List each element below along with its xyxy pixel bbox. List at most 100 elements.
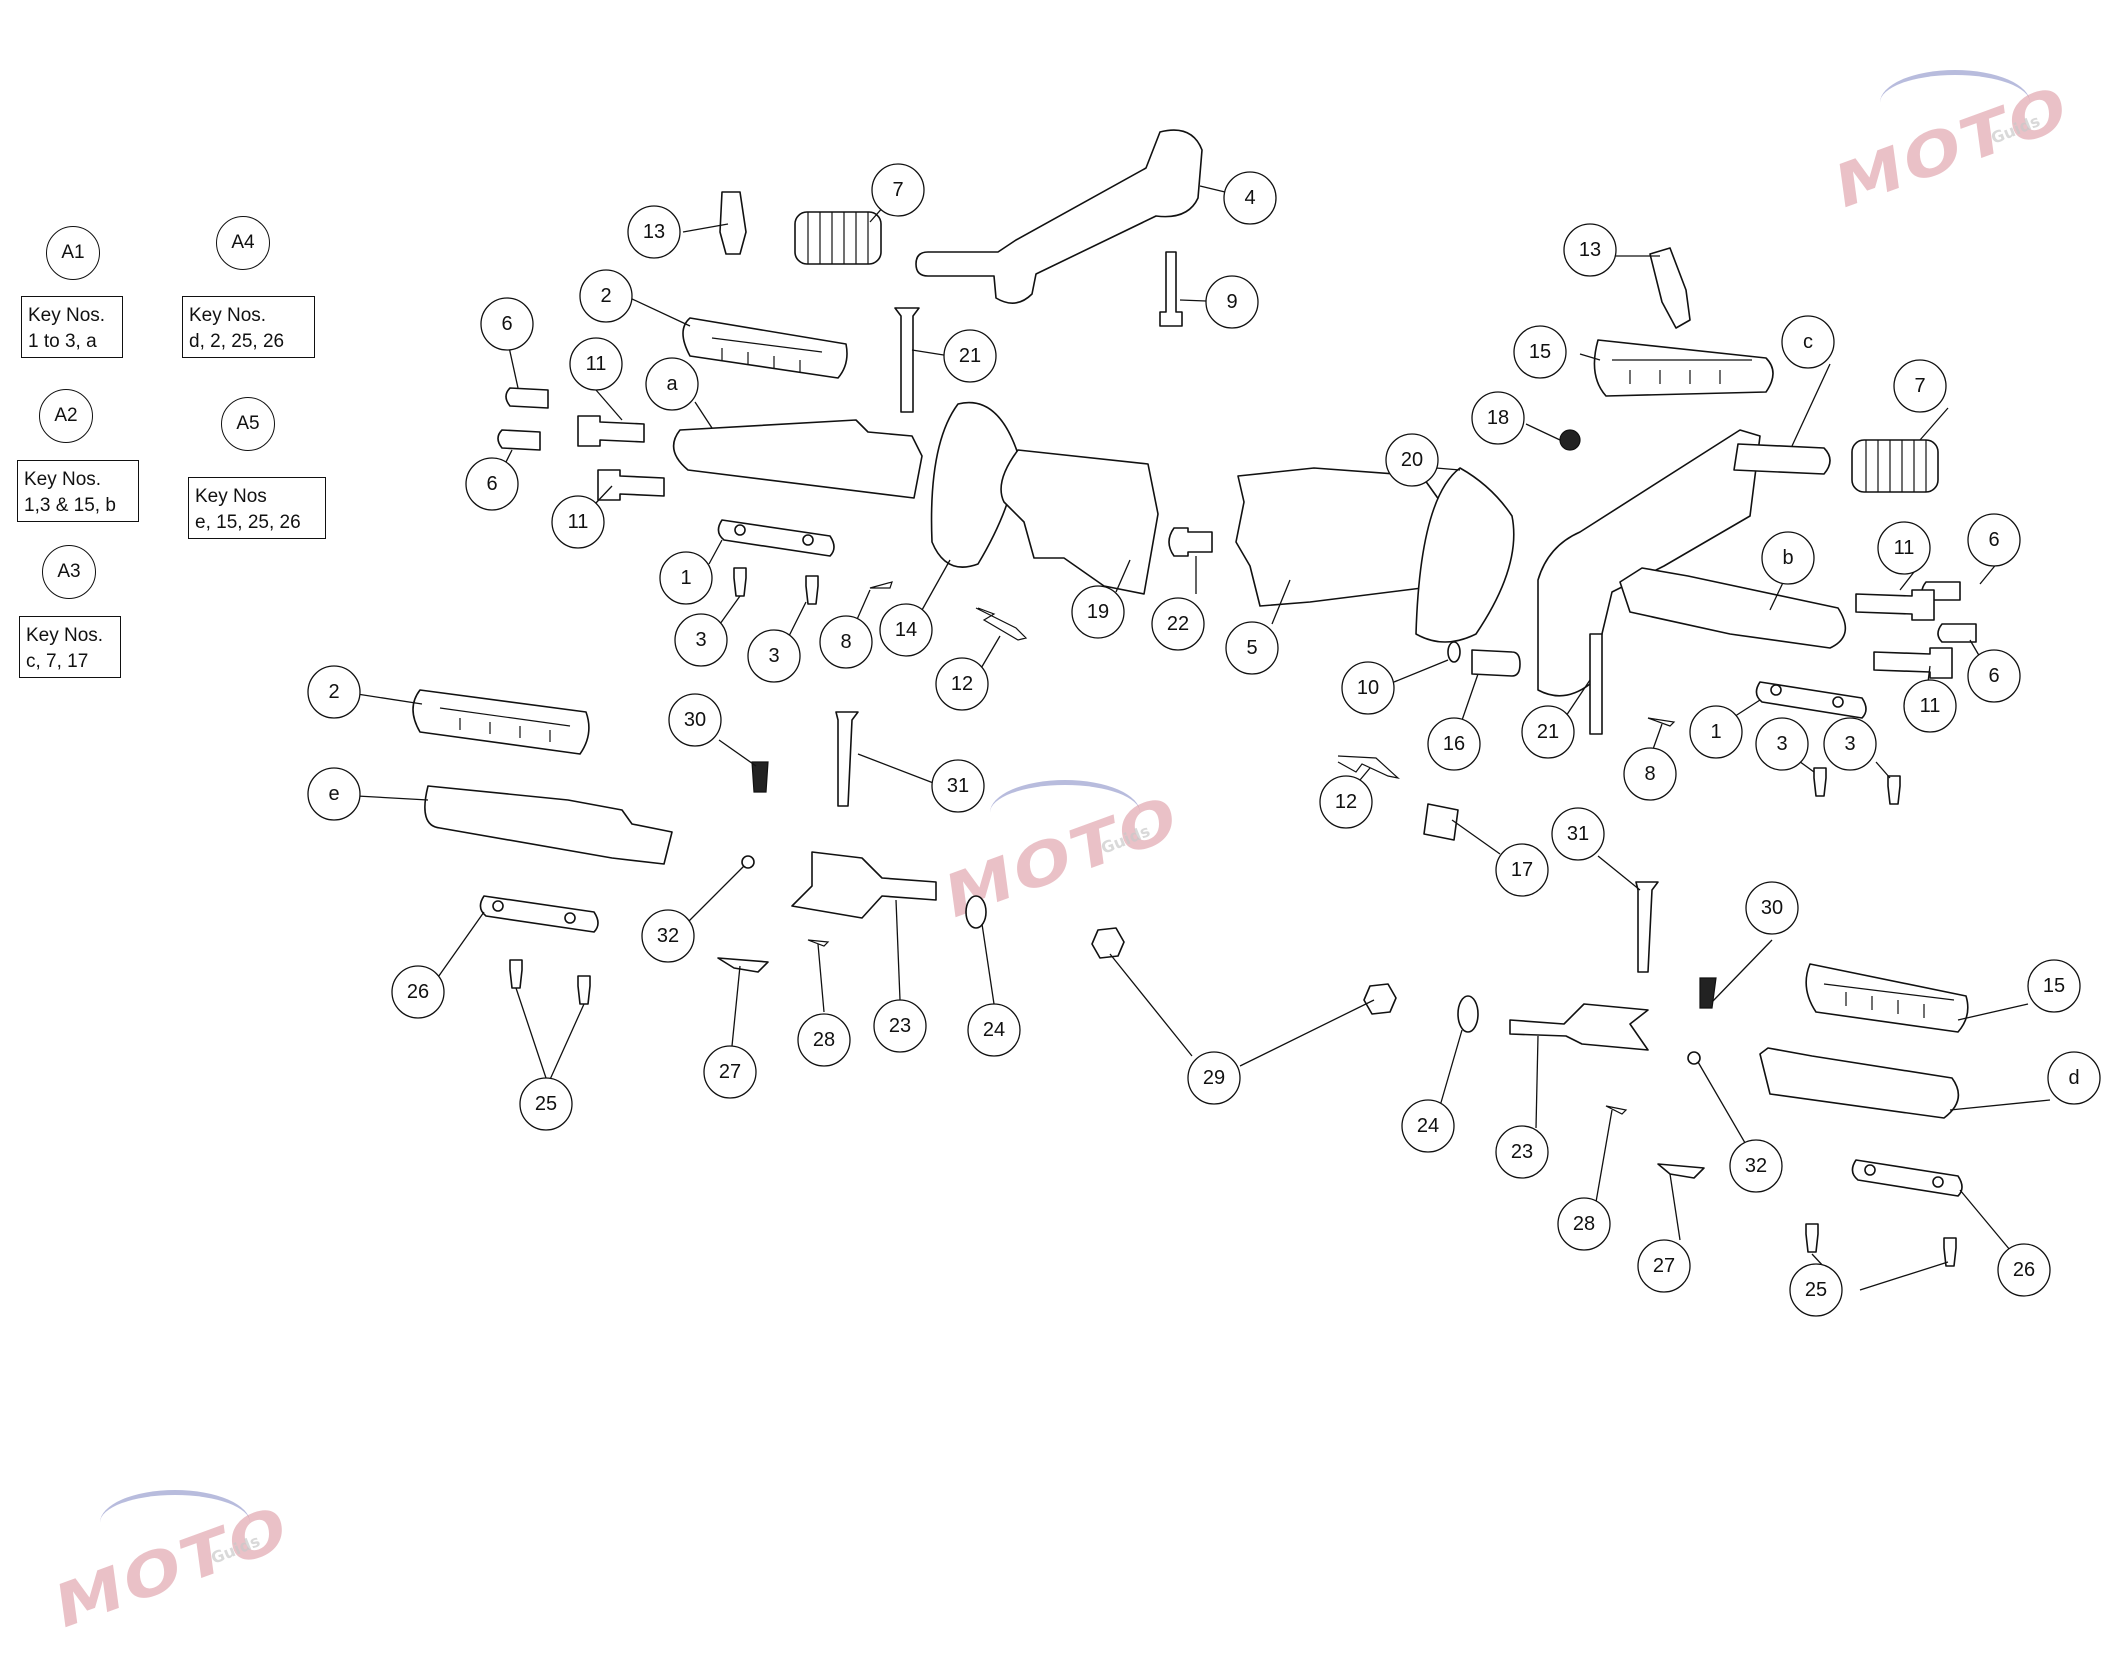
callout-label: d xyxy=(2068,1067,2079,1089)
callout-28: 28 xyxy=(1557,1197,1611,1251)
callout-circle xyxy=(1495,843,1549,897)
callout-circle xyxy=(1385,433,1439,487)
callout-5: 5 xyxy=(1225,621,1279,675)
callout-label: 13 xyxy=(643,221,665,243)
callout-label: 26 xyxy=(407,981,429,1003)
part-bolt-11-d xyxy=(1873,647,1953,679)
callout-30: 30 xyxy=(1745,881,1799,935)
callout-29: 29 xyxy=(1187,1051,1241,1105)
part-pin-31-right xyxy=(1635,881,1659,973)
callout-circle xyxy=(1427,717,1481,771)
callout-label: 2 xyxy=(328,681,339,703)
callout-circle xyxy=(659,551,713,605)
part-plate-26-left xyxy=(479,895,599,933)
callout-label: 3 xyxy=(1776,733,1787,755)
callout-circle xyxy=(641,909,695,963)
callout-circle xyxy=(1761,531,1815,585)
callout-circle xyxy=(1071,585,1125,639)
callout-label: b xyxy=(1782,547,1793,569)
callout-4: 4 xyxy=(1223,171,1277,225)
part-washer-24-right xyxy=(1457,995,1479,1033)
part-footrest-arm-b xyxy=(1619,567,1847,649)
callout-label: 27 xyxy=(719,1061,741,1083)
callout-circle xyxy=(871,163,925,217)
legend-box-A4: Key Nos. d, 2, 25, 26 xyxy=(182,296,315,358)
callout-label: 9 xyxy=(1226,291,1237,313)
callout-24: 24 xyxy=(1401,1099,1455,1153)
callout-label: 25 xyxy=(1805,1279,1827,1301)
callout-label: 12 xyxy=(1335,791,1357,813)
callout-28: 28 xyxy=(797,1013,851,1067)
callout-circle xyxy=(1877,521,1931,575)
callout-circle xyxy=(1967,649,2021,703)
legend-line: 1,3 & 15, b xyxy=(24,495,116,516)
callout-circle xyxy=(668,693,722,747)
part-mount-5 xyxy=(1235,467,1443,607)
part-stud-13-left xyxy=(719,191,747,255)
callout-circle xyxy=(645,357,699,411)
callout-label: 32 xyxy=(1745,1155,1767,1177)
callout-c: c xyxy=(1781,315,1835,369)
callout-label: 28 xyxy=(1573,1213,1595,1235)
callout-14: 14 xyxy=(879,603,933,657)
legend-id-A2: A2 xyxy=(39,389,93,443)
callout-label: 3 xyxy=(768,645,779,667)
callout-circle xyxy=(465,457,519,511)
callout-e: e xyxy=(307,767,361,821)
callout-label: 1 xyxy=(680,567,691,589)
part-lever-4 xyxy=(915,129,1203,304)
part-bolt-25-d xyxy=(1943,1237,1957,1267)
callout-label: 6 xyxy=(1988,529,1999,551)
callout-label: 31 xyxy=(947,775,969,797)
callout-31: 31 xyxy=(1551,807,1605,861)
callout-label: 24 xyxy=(983,1019,1005,1041)
part-pin-21-left xyxy=(894,307,920,413)
callout-label: 30 xyxy=(1761,897,1783,919)
part-footrest-rubber-15-bottom xyxy=(1805,963,1969,1033)
part-spring-30-right xyxy=(1699,977,1717,1009)
part-pin-c-right xyxy=(1733,443,1831,475)
part-clip-27-right xyxy=(1657,1163,1705,1179)
callout-6: 6 xyxy=(480,297,534,351)
callout-circle xyxy=(797,1013,851,1067)
part-ball-32-right xyxy=(1687,1051,1701,1065)
legend-line: c, 7, 17 xyxy=(26,651,89,672)
part-washer-24-left xyxy=(965,895,987,929)
legend-line: Key Nos xyxy=(195,486,267,507)
callout-19: 19 xyxy=(1071,585,1125,639)
callout-24: 24 xyxy=(967,1003,1021,1057)
callout-a: a xyxy=(645,357,699,411)
callout-25: 25 xyxy=(1789,1263,1843,1317)
callout-circle xyxy=(1689,705,1743,759)
legend-line: Key Nos. xyxy=(28,305,106,326)
part-clip-28-left xyxy=(807,939,830,947)
callout-26: 26 xyxy=(391,965,445,1019)
part-bush-17 xyxy=(1423,803,1459,841)
callout-2: 2 xyxy=(579,269,633,323)
part-footrest-arm-d xyxy=(1759,1047,1960,1119)
callout-11: 11 xyxy=(1877,521,1931,575)
callout-label: 8 xyxy=(1644,763,1655,785)
legend-line: Key Nos. xyxy=(189,305,267,326)
legend-id-A3: A3 xyxy=(42,545,96,599)
callout-11: 11 xyxy=(569,337,623,391)
part-bolt-6-a xyxy=(505,387,549,409)
callout-label: 24 xyxy=(1417,1115,1439,1137)
part-plate-1-left xyxy=(717,519,835,557)
callout-12: 12 xyxy=(1319,775,1373,829)
callout-6: 6 xyxy=(1967,513,2021,567)
legend-line: Key Nos. xyxy=(24,469,102,490)
part-bolt-6-d xyxy=(1937,623,1977,643)
callout-label: 4 xyxy=(1244,187,1255,209)
part-spring-12-right xyxy=(1337,755,1401,780)
callout-circle xyxy=(627,205,681,259)
part-lever-c xyxy=(1537,429,1761,697)
part-spring-12-left xyxy=(975,607,1028,641)
callout-circle xyxy=(674,613,728,667)
callout-circle xyxy=(1997,1243,2051,1297)
callout-circle xyxy=(931,759,985,813)
callout-label: 25 xyxy=(535,1093,557,1115)
callout-27: 27 xyxy=(703,1045,757,1099)
part-bolt-3-c xyxy=(1813,767,1827,797)
